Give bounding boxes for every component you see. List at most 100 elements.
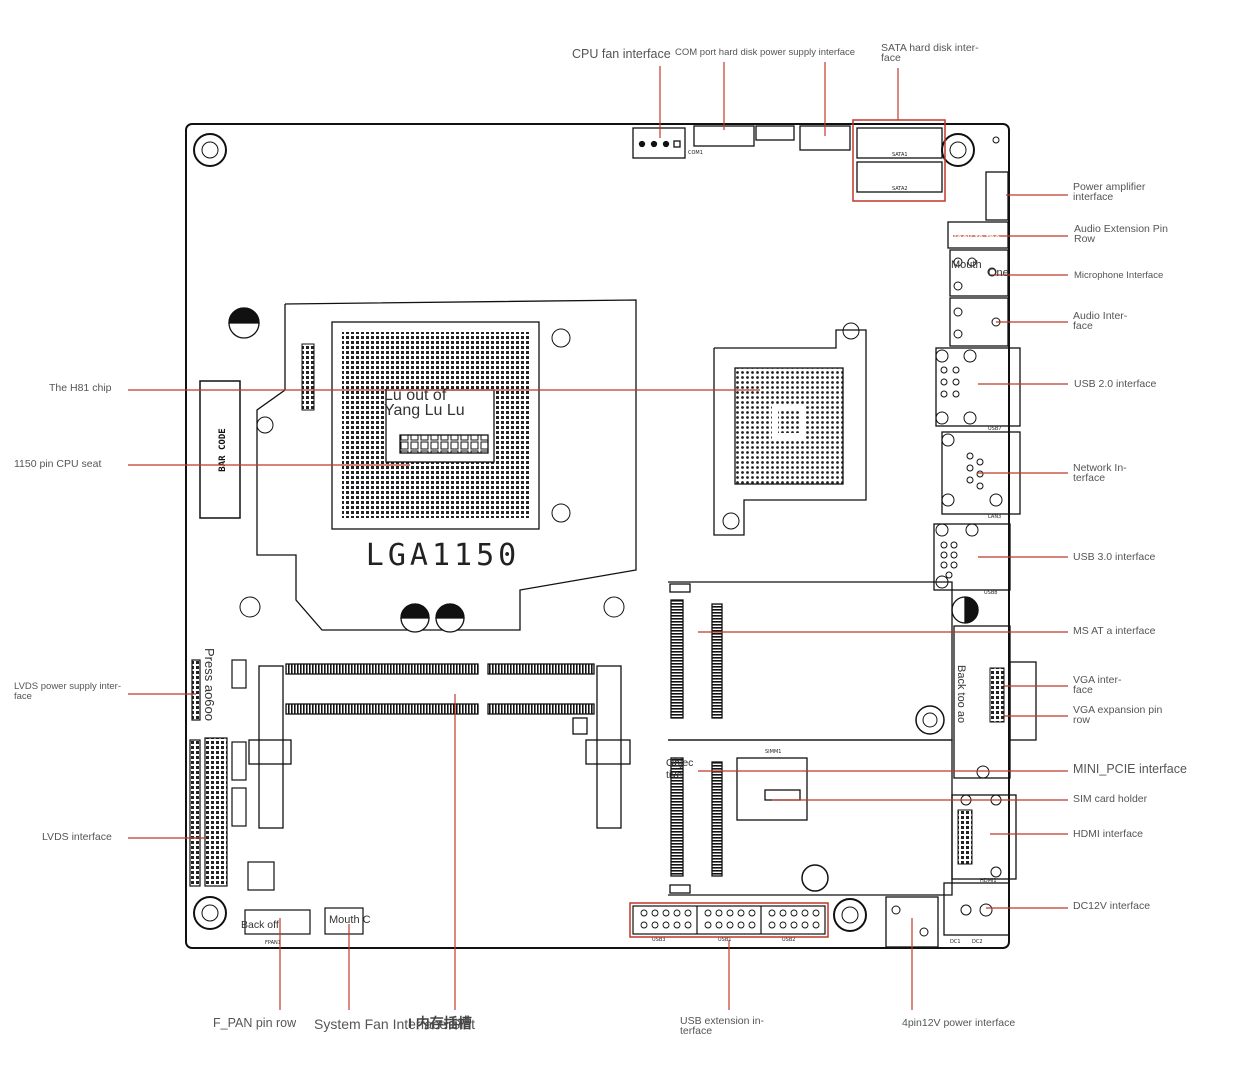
label-sys-fan: System Fan Interface Slot <box>314 1016 476 1032</box>
cpu-fan-connector <box>632 127 686 159</box>
overlay-back-to-ao: Back too ao <box>955 665 967 724</box>
usb-header-pin <box>715 909 723 917</box>
label-audio-ext: Audio Extension Pin Row <box>1074 223 1168 245</box>
label-vga-exp: VGA expansion pin row <box>1073 704 1163 726</box>
overlay-objective: Objec tive <box>666 757 694 781</box>
usb-header-pin <box>801 921 809 929</box>
usb-header-pin <box>673 909 681 917</box>
vga-pins <box>989 667 1005 723</box>
overlay-one: One <box>988 267 1009 279</box>
leader-lines <box>128 62 1068 1010</box>
lvds-headers <box>189 659 275 891</box>
label-minipcie: MINI_PCIE interface <box>1073 762 1187 776</box>
silk-dc2: DC2 <box>972 939 983 945</box>
port-pins <box>891 136 1003 937</box>
label-audio: Audio Inter- face <box>1073 310 1128 332</box>
overlay-back-to-the: Back to the <box>950 233 1001 244</box>
sata-highlight <box>852 119 946 202</box>
label-h81: The H81 chip <box>49 382 112 394</box>
label-lvds: LVDS interface <box>42 831 112 843</box>
bar-code-box <box>199 380 241 519</box>
silk-usb3: USB3 <box>652 937 665 943</box>
silk-usb2: USB2 <box>782 937 795 943</box>
label-dc12v: DC12V interface <box>1073 900 1151 912</box>
usb-ext-highlight <box>629 902 829 938</box>
bar-code-label: BAR CODE <box>218 428 228 471</box>
usb-header-pin <box>748 921 756 929</box>
silk-usb1: USB1 <box>718 937 731 943</box>
usb-header-pin <box>662 909 670 917</box>
usb-header-pin <box>684 909 692 917</box>
overlay-mouth: Mouth <box>951 259 982 271</box>
usb-header-pin <box>640 921 648 929</box>
silk-usb8: USB8 <box>984 590 997 596</box>
usb-header-pin <box>768 921 776 929</box>
label-usb3: USB 3.0 interface <box>1073 551 1156 563</box>
label-power-amp: Power amplifier interface <box>1073 181 1146 203</box>
silk-sata1: SATA1 <box>892 152 908 158</box>
overlay-system-fan: I 内存插槽 <box>408 1015 472 1031</box>
so-dimm-slots <box>248 663 631 829</box>
overlay-mouth-c: Mouth C <box>329 914 371 926</box>
usb-header-pin <box>673 921 681 929</box>
usb-header-pins <box>640 909 820 929</box>
silk-sata2: SATA2 <box>892 186 908 192</box>
usb-header-pin <box>737 921 745 929</box>
usb-header-pin <box>715 921 723 929</box>
sim-holder <box>736 757 808 821</box>
label-usb2: USB 2.0 interface <box>1074 378 1157 390</box>
label-sim: SIM card holder <box>1073 793 1148 805</box>
overlay-press: Press ao6oo <box>202 648 217 721</box>
label-power-4pin: 4pin12V power interface <box>902 1017 1016 1029</box>
usb-header-pin <box>640 909 648 917</box>
usb-header-pin <box>812 921 820 929</box>
label-cpu-fan: CPU fan interface <box>572 47 671 61</box>
usb-header-pin <box>662 921 670 929</box>
silk-com1: COM1 <box>688 150 703 156</box>
hdmi-pins <box>957 809 973 865</box>
usb-header-pin <box>779 921 787 929</box>
label-vga: VGA inter- face <box>1073 674 1122 696</box>
usb-header-pin <box>684 921 692 929</box>
silk-simm1: SIMM1 <box>765 749 781 755</box>
silk-hdmi1: HDMI1 <box>980 878 997 884</box>
silk-usb7: USB7 <box>988 426 1001 432</box>
usb-header-pin <box>726 921 734 929</box>
overlay-back-off: Back off <box>241 919 279 931</box>
h81-chip <box>713 329 867 536</box>
usb-header-pin <box>812 909 820 917</box>
pin-header <box>301 343 315 411</box>
cpu-socket <box>256 299 637 631</box>
usb-header-pin <box>748 909 756 917</box>
usb-header-pin <box>651 909 659 917</box>
usb-header-pin <box>779 909 787 917</box>
label-sata: SATA hard disk inter- face <box>881 42 979 64</box>
usb-header-pin <box>726 909 734 917</box>
board-outline <box>185 123 1010 949</box>
label-network: Network In- terface <box>1073 462 1127 484</box>
socket-label: LGA1150 <box>366 538 520 573</box>
label-com-hdd-power: COM port hard disk power supply interfac… <box>675 47 856 58</box>
silk-lan3: LAN3 <box>988 514 1001 520</box>
label-microphone: Microphone Interface <box>1074 270 1164 281</box>
label-hdmi: HDMI interface <box>1073 828 1144 840</box>
bottom-connectors <box>244 905 826 935</box>
mini-pcie-slots <box>668 581 953 896</box>
label-lvds-power: LVDS power supply inter- face <box>14 681 122 702</box>
usb-header-pin <box>651 921 659 929</box>
silk-fpan1: FPAN1 <box>265 940 281 946</box>
usb-header-pin <box>768 909 776 917</box>
label-usb-ext: USB extension in- terface <box>680 1015 765 1037</box>
usb-header-pin <box>790 909 798 917</box>
usb-header-pin <box>704 921 712 929</box>
silk-dc1: DC1 <box>950 939 961 945</box>
usb-header-pin <box>790 921 798 929</box>
usb-header-pin <box>737 909 745 917</box>
top-connectors <box>632 125 1009 221</box>
mounting-holes <box>193 133 975 932</box>
overlay-cpu-text: Lu out of Yang Lu Lu <box>384 387 465 419</box>
capacitors <box>228 307 979 633</box>
label-msata: MS AT a interface <box>1073 625 1156 637</box>
usb-header-pin <box>801 909 809 917</box>
